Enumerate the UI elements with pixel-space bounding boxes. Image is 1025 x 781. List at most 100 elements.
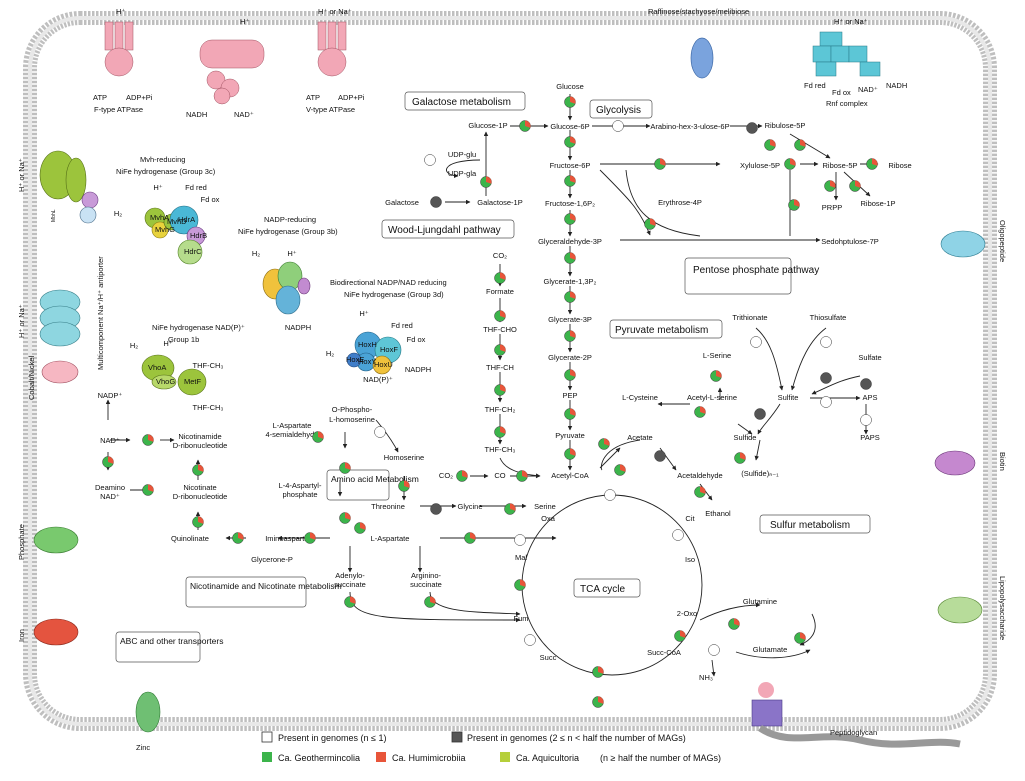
metabolite-label: Nicotinamide [178, 432, 221, 441]
metabolite-label: Glucose-6P [550, 122, 589, 131]
metabolite-label: Ribose [888, 161, 911, 170]
g1b-part: MetF [184, 377, 202, 386]
metabolite-label: H⁺ [359, 309, 368, 318]
enzyme-pie-slice [462, 470, 468, 478]
enzyme-pie-slice [570, 291, 576, 299]
legend-swatch-humi [376, 752, 386, 762]
metabolite-label: Arginino- [411, 571, 442, 580]
metabolite-label: Glycine [457, 502, 482, 511]
legend-present-2: Present in genomes (2 ≤ n < half the num… [467, 733, 686, 743]
biotin-transporter: Biotin [934, 450, 1007, 476]
nadh-dehydrogenase-complex: H⁺ NADH NAD⁺ [186, 17, 265, 119]
metabolite-label: Ribose-5P [822, 161, 857, 170]
metabolite-label: Sulfite [778, 393, 799, 402]
zinc-transporter: Zinc [135, 691, 161, 752]
g1b-title: NiFe hydrogenase [152, 323, 213, 332]
enzyme-pie-slice [500, 344, 506, 352]
mvh-part: MvhD [167, 217, 187, 226]
metabolite-label: succinate [334, 580, 366, 589]
metabolite-label: H⁺ [287, 249, 296, 258]
glycolysis-label: Glycolysis [596, 105, 641, 116]
bidir-part: HoxF [380, 345, 398, 354]
pentose-phosphate-label: Pentose phosphate pathway [693, 265, 819, 276]
metabolite-label: Arabino-hex-3-ulose-6P [650, 122, 729, 131]
nad-label: NAD⁺ [234, 110, 254, 119]
enzyme-pie-slice [198, 516, 204, 524]
enzyme-pie-slice [570, 369, 576, 377]
enzyme-pie-slice [700, 486, 706, 494]
mvh-title: Mvh-reducing [140, 155, 185, 164]
mvh-part: HdrA [178, 215, 195, 224]
enzyme-pie-slice [486, 176, 492, 184]
enzyme-pie-slice [238, 532, 244, 540]
f-type-atpase: H⁺ ATP ADP+Pi F-type ATPase [93, 7, 153, 114]
v-type-atpase: H⁺ or Na⁺ ATP ADP+Pi V-type ATPase [306, 7, 365, 114]
metabolite-label: Serine [534, 502, 556, 511]
metabolite-label: H⁺ [153, 183, 162, 192]
enzyme-pie-marker [514, 534, 526, 546]
enzyme-pie-marker [820, 396, 832, 408]
oligopeptide-label: Oligopeptide [998, 220, 1007, 262]
metabolite-label: Formate [486, 287, 514, 296]
nadh-proton: H⁺ [240, 17, 249, 26]
legend-swatch-present2 [451, 731, 463, 743]
legend-swatch-present1 [261, 731, 273, 743]
metabolite-label: NADPH [405, 365, 431, 374]
amino-acid-label: Amino acid Metabolism [331, 474, 419, 484]
metabolite-label: APS [862, 393, 877, 402]
metabolite-label: H₂ [326, 349, 334, 358]
enzyme-pie-slice [700, 406, 706, 414]
metabolite-label: Glycerone-P [251, 555, 293, 564]
metabolite-label: L-Aspartate [273, 421, 312, 430]
metabolite-label: Oxa [541, 514, 556, 523]
mvh-part: HdrC [184, 247, 202, 256]
metabolite-label: Xylulose-5P [740, 161, 780, 170]
enzyme-pie-marker [820, 372, 832, 384]
metabolite-label: Iminoaspartate [265, 534, 315, 543]
legend-aqui: Ca. Aquicultoria [516, 753, 579, 763]
legend-humi: Ca. Humimicrobiia [392, 753, 466, 763]
metabolite-label: L-Cysteine [622, 393, 658, 402]
metabolite-label: PEP [562, 391, 577, 400]
enzyme-pie-slice [570, 96, 576, 104]
enzyme-pie-marker [430, 503, 442, 515]
metabolite-label: NADP⁺ [98, 391, 123, 400]
enzyme-pie-marker [860, 378, 872, 390]
metabolite-label: Glycerate-3P [548, 315, 592, 324]
enzyme-pie-marker [524, 634, 536, 646]
enzyme-pie-slice [734, 618, 740, 626]
rnf-fd-ox: Fd ox [832, 88, 851, 97]
f-atpase-name: F-type ATPase [94, 105, 143, 114]
metabolite-label: THF-CH₂ [485, 405, 516, 414]
legend: Present in genomes (n ≤ 1) Present in ge… [261, 731, 721, 763]
metabolite-label: Cit [685, 514, 695, 523]
enzyme-pie-marker [860, 414, 872, 426]
metabolite-label: Glutamate [753, 645, 788, 654]
metabolite-label: Glyceraldehyde-3P [538, 237, 602, 246]
metabolite-label: CO₂ [439, 471, 453, 480]
enzyme-pie-slice [510, 503, 516, 511]
enzyme-pie-marker [708, 644, 720, 656]
f-atpase-adp: ADP+Pi [126, 93, 153, 102]
enzyme-pie-slice [570, 330, 576, 338]
enzyme-pie-slice [794, 199, 800, 207]
metabolite-label: Acetyl-L-serine [687, 393, 737, 402]
metabolite-label: CO [494, 471, 505, 480]
metabolite-label: THF-CH₃ [485, 445, 516, 454]
legend-swatch-aqui [500, 752, 510, 762]
phosphate-label: Phosphate [17, 524, 26, 560]
enzyme-pie-slice [318, 431, 324, 439]
enzyme-pie-marker [612, 120, 624, 132]
metabolite-label: THF-CHO [483, 325, 517, 334]
metabolite-label: 2-Oxo [677, 609, 697, 618]
cell-membrane-inner [28, 16, 992, 726]
rnf-nadh: NADH [886, 81, 907, 90]
metabolite-label: Succ [540, 653, 557, 662]
metabolite-label: NAD(P)⁺ [215, 323, 245, 332]
metabolite-label: Fd ox [201, 195, 220, 204]
metabolite-label: Fructose-1,6P₂ [545, 199, 595, 208]
metabolite-label: Erythrose-4P [658, 198, 702, 207]
nadp-hydrogenase: NADP-reducing NiFe hydrogenase (Group 3b… [238, 215, 338, 315]
nadp-title: NADP-reducing [264, 215, 316, 224]
